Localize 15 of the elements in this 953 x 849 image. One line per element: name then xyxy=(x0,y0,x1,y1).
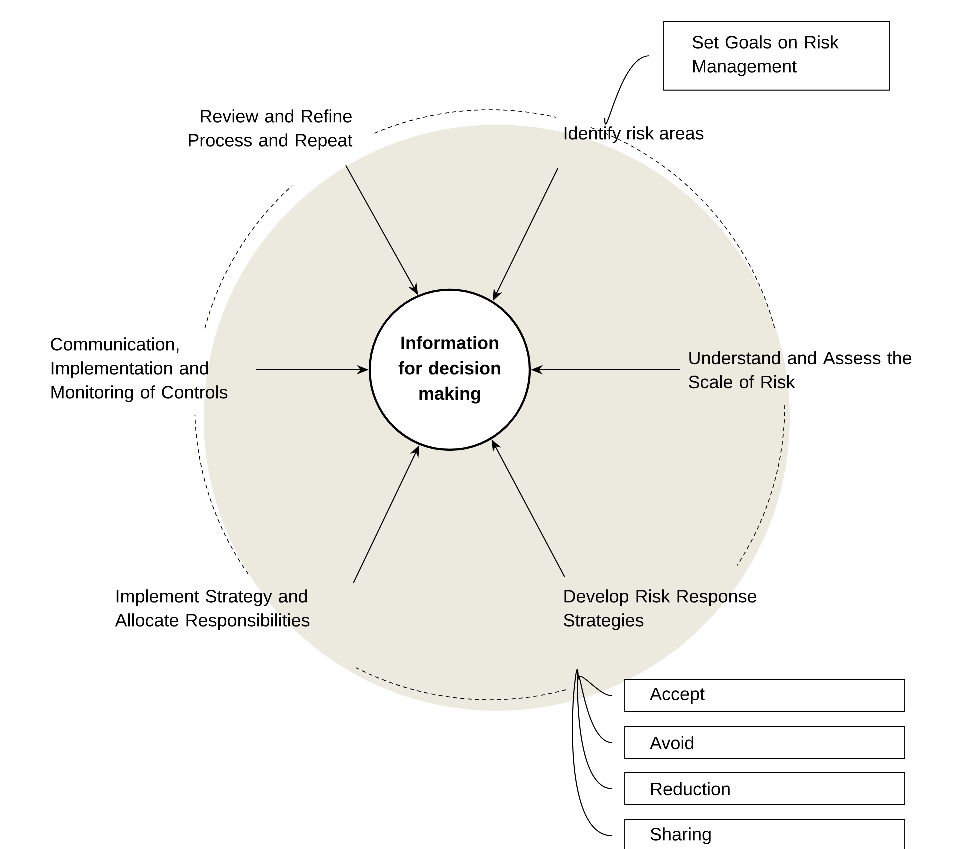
strategy-box: Reduction xyxy=(624,772,906,806)
step-label: Review and Refine Process and Repeat xyxy=(189,110,353,150)
strategy-box: Sharing xyxy=(624,820,906,849)
step-label: Implement Strategy and Allocate Responsibilities xyxy=(115,590,310,630)
connector-line xyxy=(577,676,613,697)
strategy-box: Accept xyxy=(624,680,906,712)
connector-line xyxy=(604,55,650,124)
step-label: Understand and Assess the Scale of Risk xyxy=(689,351,912,389)
connector-line xyxy=(572,670,613,836)
goal-box: Set Goals on Risk Management xyxy=(664,21,890,91)
step-label: Develop Risk Response Strategies xyxy=(564,590,757,630)
step-label: Identify risk areas xyxy=(564,126,704,144)
connector-line xyxy=(577,676,613,744)
strategy-box: Avoid xyxy=(624,726,906,760)
step-label: Communication, Implementation and Monitoring of Controls xyxy=(51,338,228,402)
